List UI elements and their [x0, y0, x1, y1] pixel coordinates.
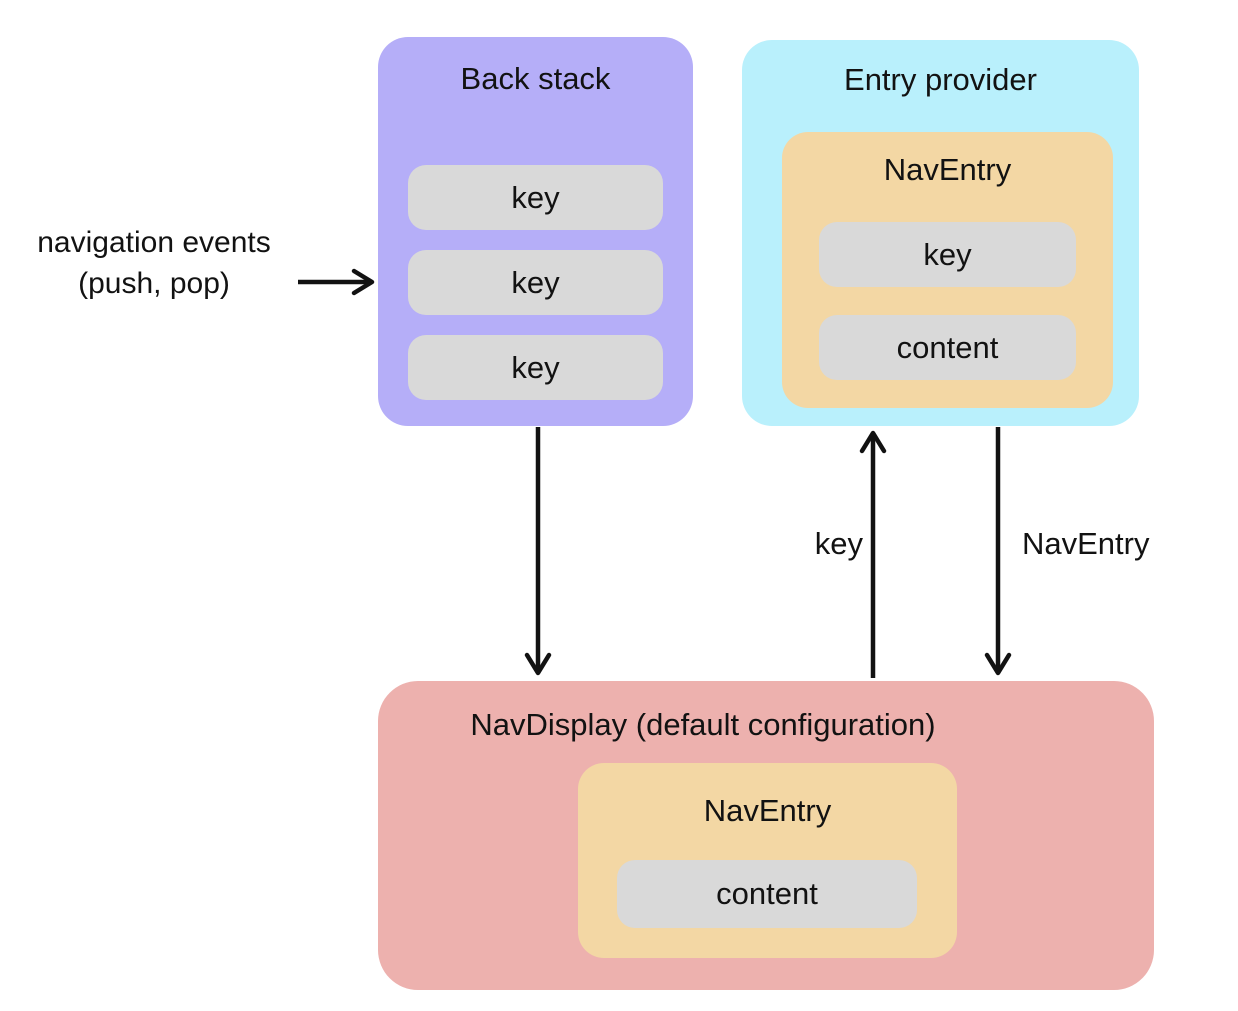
navigation-events-label: navigation events (push, pop)	[0, 222, 308, 304]
entry-provider-nav-entry-box: NavEntry key content	[782, 132, 1113, 408]
entry-provider-box: Entry provider NavEntry key content	[742, 40, 1139, 426]
navigation-events-line1: navigation events	[37, 226, 271, 259]
nav-entry-title: NavEntry	[703, 793, 832, 828]
nav-display-title: NavDisplay (default configuration)	[470, 707, 936, 742]
nav-display-nav-entry-box: NavEntry content	[578, 763, 957, 958]
nav-entry-arrow-label: NavEntry	[1022, 526, 1150, 561]
nav-entry-key-row: key	[819, 222, 1076, 287]
back-stack-title: Back stack	[460, 61, 611, 96]
nav-entry-title: NavEntry	[883, 152, 1012, 187]
back-stack-key-row: key	[408, 250, 663, 315]
key-arrow-label: key	[814, 526, 863, 561]
back-stack-key-row: key	[408, 165, 663, 230]
nav-entry-content-row: content	[819, 315, 1076, 380]
navigation-events-line2: (push, pop)	[78, 267, 230, 300]
nav-entry-content-row: content	[617, 860, 917, 928]
entry-provider-title: Entry provider	[844, 62, 1037, 97]
nav-display-box: NavDisplay (default configuration) NavEn…	[378, 681, 1154, 990]
back-stack-box: Back stack key key key	[378, 37, 693, 426]
back-stack-key-row: key	[408, 335, 663, 400]
